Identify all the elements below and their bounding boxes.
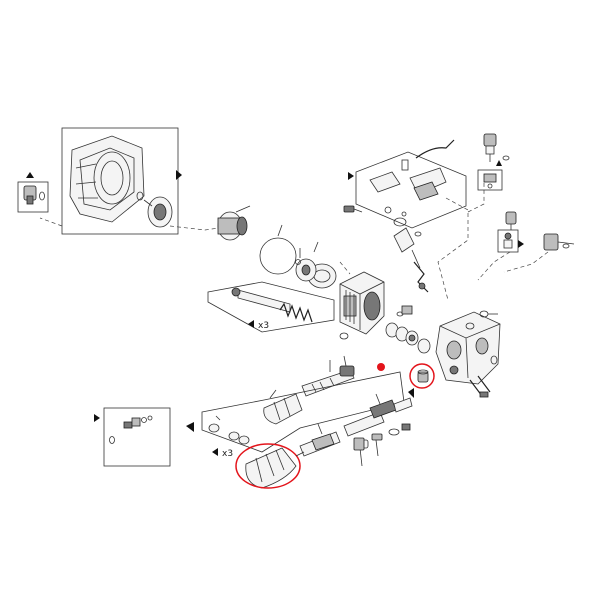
triangle-pointer-icon bbox=[408, 388, 414, 398]
small-screw[interactable] bbox=[343, 205, 363, 213]
piston-kit-group[interactable]: x3 bbox=[207, 281, 335, 333]
piston-spring[interactable] bbox=[279, 302, 313, 323]
thrust-washer[interactable] bbox=[295, 258, 337, 289]
crankshaft-seal[interactable] bbox=[217, 211, 248, 241]
triangle-pointer-icon bbox=[94, 414, 100, 422]
nozzle-cone-highlighted[interactable] bbox=[235, 443, 301, 489]
o-ring-set[interactable]: x3 bbox=[208, 415, 250, 459]
unloader-callout-box bbox=[355, 151, 467, 229]
unloader-valve-group[interactable] bbox=[348, 139, 467, 229]
bypass-valve[interactable] bbox=[393, 217, 429, 293]
triangle-pointer-icon bbox=[186, 422, 194, 432]
nozzle-kit-group[interactable] bbox=[94, 407, 194, 467]
switch-body[interactable] bbox=[369, 171, 401, 193]
cable[interactable] bbox=[415, 139, 455, 159]
spray-lance-upper[interactable] bbox=[301, 355, 355, 397]
fitting-top-right[interactable] bbox=[483, 133, 510, 162]
piston-rod[interactable] bbox=[237, 289, 291, 313]
manifold-head[interactable] bbox=[435, 311, 501, 385]
nozzle-tip-upper[interactable] bbox=[263, 389, 303, 425]
triangle-pointer-icon bbox=[496, 160, 502, 166]
fitting-box[interactable] bbox=[477, 160, 503, 191]
triangle-pointer-icon bbox=[248, 320, 254, 328]
fitting-mid-right[interactable] bbox=[505, 211, 517, 230]
plug-callout-box bbox=[17, 181, 49, 213]
triangle-pointer-icon bbox=[518, 240, 524, 248]
highlight-circle-small bbox=[409, 363, 435, 389]
manifold-bolts[interactable] bbox=[469, 375, 491, 398]
quantity-label: x3 bbox=[258, 321, 269, 331]
pump-crankcase[interactable] bbox=[339, 271, 385, 335]
quantity-label: x3 bbox=[222, 449, 233, 459]
outlet-fitting[interactable] bbox=[543, 233, 575, 251]
lance-callout-box bbox=[201, 371, 405, 453]
spray-lance-lower[interactable] bbox=[299, 393, 413, 457]
pressure-switch[interactable] bbox=[353, 437, 365, 451]
highlighted-seal-cup[interactable] bbox=[409, 363, 435, 389]
check-valve-box[interactable] bbox=[497, 229, 524, 253]
piston-kit-box bbox=[207, 281, 335, 333]
red-dot-marker-icon bbox=[377, 363, 385, 371]
housing-callout-box bbox=[61, 127, 179, 235]
triangle-pointer-icon bbox=[212, 448, 218, 456]
triangle-pointer-icon bbox=[348, 172, 354, 180]
nozzle-kit-box bbox=[103, 407, 171, 467]
fitting-callout-box bbox=[477, 169, 503, 191]
triangle-pointer-icon bbox=[176, 170, 182, 180]
o-ring-large[interactable] bbox=[259, 237, 297, 275]
seal-set[interactable] bbox=[385, 305, 431, 354]
pump-housing-group[interactable] bbox=[61, 127, 182, 235]
plug-callout[interactable] bbox=[17, 172, 49, 213]
highlight-circle-large bbox=[235, 443, 301, 489]
triangle-pointer-icon bbox=[26, 172, 34, 178]
